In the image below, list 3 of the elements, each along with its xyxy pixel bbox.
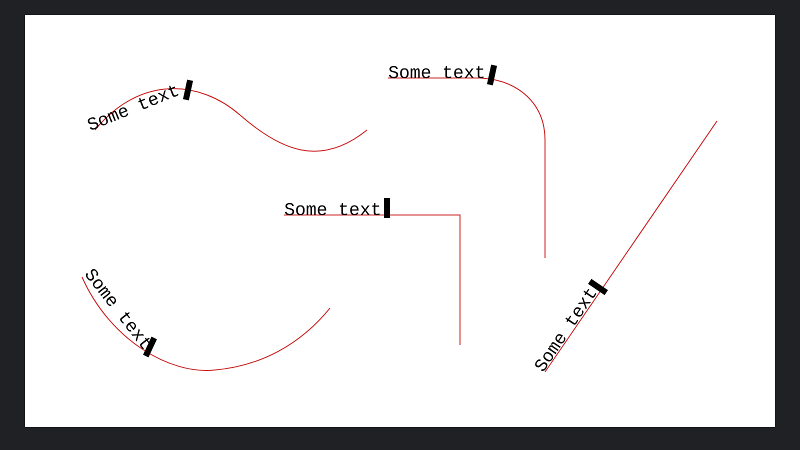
path-text: Some text xyxy=(388,66,484,78)
path-text: Some text xyxy=(88,86,178,130)
path-text: Some text xyxy=(284,202,380,216)
